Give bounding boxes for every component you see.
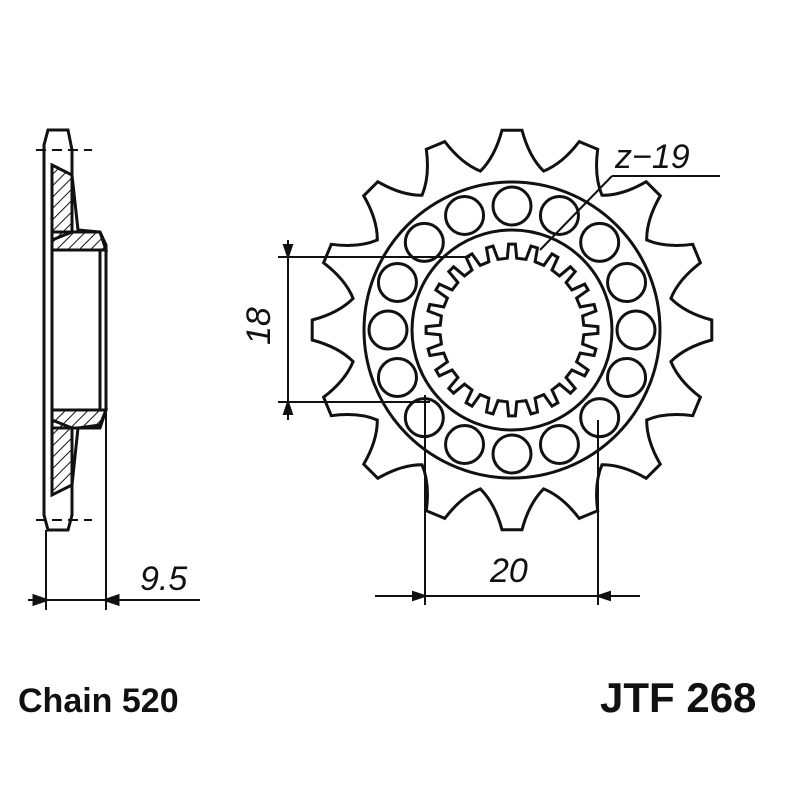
- sprocket-teeth-outline: [310, 128, 714, 532]
- tooth-count-leader: [539, 175, 720, 251]
- lightening-hole: [579, 221, 621, 263]
- lightening-hole: [376, 356, 418, 398]
- lightening-hole: [444, 424, 486, 466]
- part-number: JTF 268: [600, 674, 756, 721]
- hole-ring-outer-circle: [362, 180, 662, 480]
- lightening-hole: [444, 194, 486, 236]
- tooth-count-label: z−19: [614, 138, 690, 176]
- lightening-hole: [367, 309, 409, 351]
- lightening-hole: [491, 185, 533, 227]
- thickness-dimension-label: 9.5: [140, 560, 187, 598]
- sprocket-front-view: [310, 128, 714, 532]
- lightening-hole: [615, 309, 657, 351]
- lightening-hole: [579, 397, 621, 439]
- lightening-hole: [538, 424, 580, 466]
- width-dimension: [375, 395, 640, 605]
- hole-ring-inner-circle: [410, 228, 614, 432]
- spline-bore: [424, 242, 600, 418]
- side-profile: [28, 128, 200, 610]
- chain-label: Chain 520: [18, 682, 179, 720]
- lightening-hole: [376, 262, 418, 304]
- lightening-hole: [403, 221, 445, 263]
- lightening-hole: [491, 433, 533, 475]
- lightening-hole: [538, 194, 580, 236]
- lightening-hole: [606, 356, 648, 398]
- lightening-hole: [606, 262, 648, 304]
- height-dimension: [278, 240, 470, 420]
- height-dimension-label: 18: [240, 307, 278, 345]
- width-dimension-label: 20: [489, 552, 528, 590]
